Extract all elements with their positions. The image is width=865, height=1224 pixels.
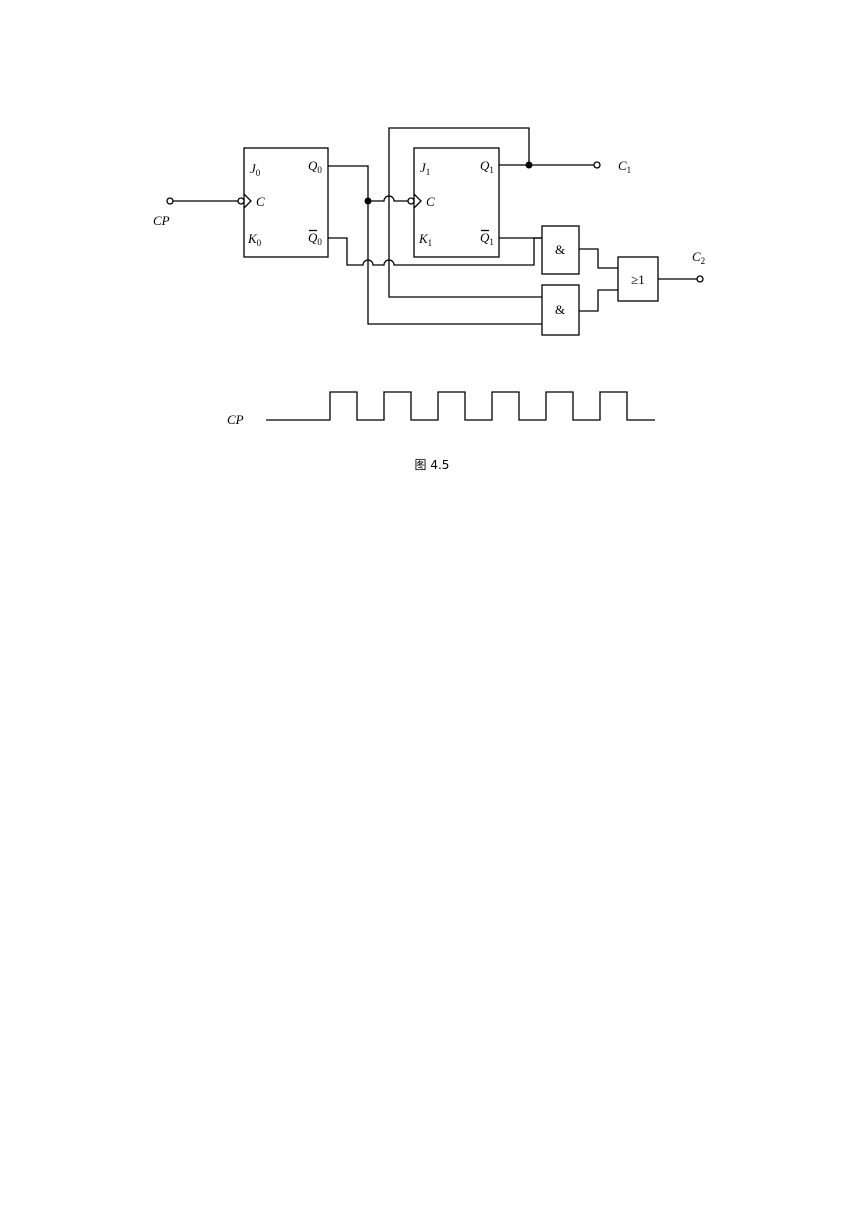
wire-q0-to-and-bottom — [367, 201, 542, 325]
ff0-j-label: J0 — [250, 161, 261, 178]
c2-output-label: C2 — [692, 249, 705, 266]
ff1-q-label: Q1 — [480, 158, 494, 175]
ff0-clock-triangle — [243, 193, 252, 209]
waveform-trace — [266, 391, 655, 421]
cp-waveform: CP — [227, 391, 655, 427]
ff1-k-label: K1 — [418, 231, 432, 248]
wires — [166, 127, 704, 325]
flip-flop-0: J0 C K0 Q0 Q0 — [243, 147, 329, 258]
ff0-c-label: C — [256, 194, 265, 209]
ff1-j-label: J1 — [420, 160, 430, 177]
c1-output-label: C1 — [618, 158, 631, 175]
figure-caption: 图 4.5 — [415, 458, 450, 472]
ff1-clock-triangle — [413, 193, 422, 209]
and-gate-bottom: & — [541, 284, 580, 336]
wire-and-top-to-or — [579, 248, 618, 269]
junction-q1 — [525, 161, 533, 169]
wire-q1-feedback — [388, 127, 542, 298]
c2-output-terminal[interactable] — [696, 275, 704, 283]
flip-flop-1: J1 C K1 Q1 Q1 — [413, 147, 500, 258]
or-gate: ≥1 — [617, 256, 659, 302]
cp-input-label: CP — [153, 213, 170, 228]
waveform-label: CP — [227, 412, 244, 427]
wire-q0bar-to-and-top — [328, 237, 542, 266]
c1-output-terminal[interactable] — [593, 161, 601, 169]
and-gate-top: & — [541, 225, 580, 275]
ff0-qbar-label: Q0 — [308, 230, 322, 247]
ff1-clock-bubble — [407, 197, 415, 205]
junction-q0 — [364, 197, 372, 205]
wire-and-bottom-to-or — [579, 289, 618, 312]
and-gate-top-symbol: & — [555, 242, 565, 257]
ff1-c-label: C — [426, 194, 435, 209]
cp-input-terminal[interactable] — [166, 197, 174, 205]
ff0-clock-bubble — [237, 197, 245, 205]
wire-q0 — [328, 165, 369, 201]
ff1-qbar-label: Q1 — [480, 230, 494, 247]
and-gate-bottom-symbol: & — [555, 302, 565, 317]
ff0-k-label: K0 — [247, 231, 262, 248]
or-gate-symbol: ≥1 — [631, 272, 645, 287]
ff0-q-label: Q0 — [308, 158, 322, 175]
